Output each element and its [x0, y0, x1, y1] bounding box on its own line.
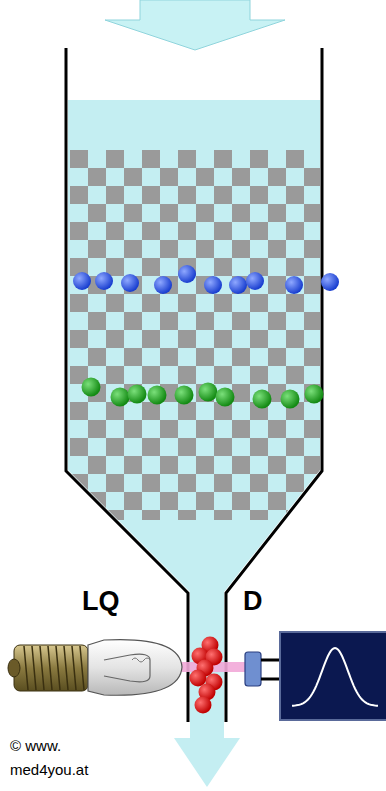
molecule-ball	[195, 697, 212, 714]
lamp-label: LQ	[82, 588, 120, 615]
molecule-ball	[216, 388, 235, 407]
detector-symbol	[245, 652, 282, 686]
molecule-ball	[111, 388, 130, 407]
molecule-ball	[285, 276, 303, 294]
molecule-ball	[305, 385, 324, 404]
molecule-ball	[190, 670, 207, 687]
molecule-ball	[82, 378, 101, 397]
molecule-ball	[199, 383, 218, 402]
molecule-ball	[253, 390, 272, 409]
molecule-ball	[175, 386, 194, 405]
molecule-ball	[246, 272, 264, 290]
detector-label: D	[243, 588, 263, 615]
molecule-ball	[73, 272, 91, 290]
molecule-ball	[128, 385, 147, 404]
molecule-ball	[229, 276, 247, 294]
lamp-symbol	[8, 640, 182, 696]
molecule-ball	[321, 273, 339, 291]
copyright-watermark: © www. med4you.at	[10, 734, 110, 782]
molecule-ball	[204, 276, 222, 294]
molecule-ball	[148, 386, 167, 405]
monitor-display	[280, 632, 386, 720]
molecule-ball	[121, 274, 139, 292]
molecule-ball	[95, 272, 113, 290]
molecule-ball	[281, 390, 300, 409]
molecule-ball	[154, 276, 172, 294]
molecule-ball	[178, 265, 196, 283]
